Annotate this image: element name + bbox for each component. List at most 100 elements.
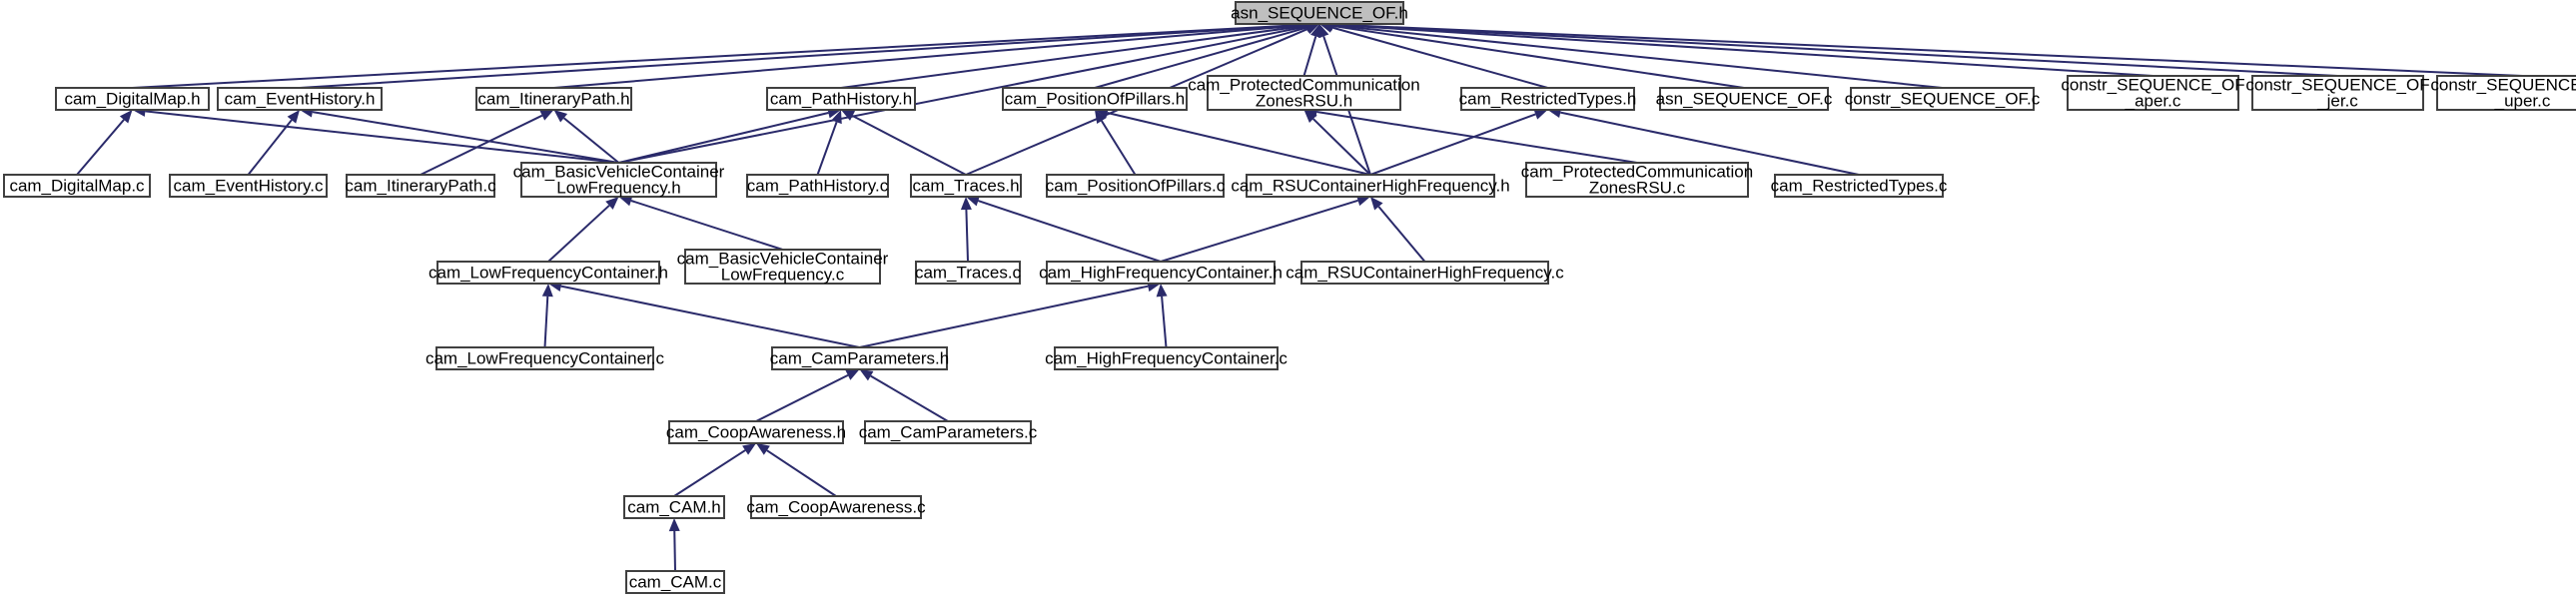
node-box[interactable] [2436,75,2576,111]
node-box[interactable] [623,495,725,519]
node-box[interactable] [1246,174,1495,198]
node-box[interactable] [864,420,1032,444]
node-box[interactable] [1659,87,1829,111]
node-box[interactable] [3,174,151,198]
graph-edge [299,23,1307,89]
node-box[interactable] [2067,75,2239,111]
node-box[interactable] [1460,87,1635,111]
graph-node-cam_LowFrequencyContainer_c[interactable]: cam_LowFrequencyContainer.ccam_LowFreque… [426,346,665,370]
graph-edge [145,110,619,164]
graph-edge-arrowhead [605,197,619,210]
graph-node-cam_LowFrequencyContainer_h[interactable]: cam_LowFrequencyContainer.hcam_LowFreque… [429,261,668,285]
graph-edge [859,285,1149,348]
graph-edge [965,209,969,263]
graph-node-cam_RestrictedTypes_h[interactable]: cam_RestrictedTypes.hcam_RestrictedTypes… [1459,87,1637,111]
node-box[interactable] [346,174,495,198]
graph-node-cam_PositionOfPillars_c[interactable]: cam_PositionOfPillars.ccam_PositionOfPil… [1046,174,1226,198]
graph-node-cam_ProtectedCommZonesRSU_c[interactable]: cam_ProtectedCommunicationZonesRSU.ccam_… [1521,162,1753,198]
node-box[interactable] [1300,261,1549,285]
graph-node-constr_SEQUENCE_OF_aper_c[interactable]: constr_SEQUENCE_OF_aper.cconstr_SEQUENCE… [2061,75,2245,111]
graph-node-cam_BasicVehicleContainerLowFrequency_c[interactable]: cam_BasicVehicleContainerLowFrequency.cc… [677,249,889,285]
node-box[interactable] [55,87,210,111]
node-box[interactable] [1207,75,1401,111]
graph-edge-arrowhead [845,369,860,380]
graph-edge [543,296,549,348]
node-box[interactable] [1046,261,1276,285]
node-box[interactable] [475,87,632,111]
node-box[interactable] [910,174,1022,198]
graph-node-cam_RSUContainerHighFrequency_h[interactable]: cam_RSUContainerHighFrequency.hcam_RSUCo… [1231,174,1510,198]
graph-edge-arrowhead [859,369,874,381]
graph-edge [1107,112,1371,176]
graph-node-constr_SEQUENCE_OF_jer_c[interactable]: constr_SEQUENCE_OF_jer.cconstr_SEQUENCE_… [2245,75,2430,111]
graph-edge-arrowhead [1310,24,1321,39]
node-box[interactable] [1774,174,1944,198]
graph-edge-arrowhead [1533,109,1548,120]
graph-edge-arrowhead [541,284,553,298]
node-box[interactable] [436,261,660,285]
graph-node-cam_RestrictedTypes_c[interactable]: cam_RestrictedTypes.ccam_RestrictedTypes… [1771,174,1948,198]
graph-node-cam_PositionOfPillars_h[interactable]: cam_PositionOfPillars.hcam_PositionOfPil… [1002,87,1188,111]
node-box[interactable] [750,495,922,519]
graph-edge-arrowhead [1303,110,1317,124]
graph-edge [1331,23,2523,77]
graph-edge-arrowhead [841,110,856,121]
graph-edge-arrowhead [1095,110,1107,124]
graph-edge [852,115,967,176]
node-box[interactable] [668,420,844,444]
graph-edge [76,119,125,176]
node-box[interactable] [169,174,328,198]
graph-node-cam_BasicVehicleContainerLowFrequency_h[interactable]: cam_BasicVehicleContainerLowFrequency.hc… [513,162,725,198]
graph-node-asn_SEQUENCE_OF_c[interactable]: asn_SEQUENCE_OF.casn_SEQUENCE_OF.c [1656,87,1833,111]
graph-node-cam_RSUContainerHighFrequency_c[interactable]: cam_RSUContainerHighFrequency.ccam_RSUCo… [1286,261,1564,285]
node-box[interactable] [520,162,717,198]
node-box[interactable] [1525,162,1749,198]
node-box[interactable] [915,261,1021,285]
graph-edge [132,23,1307,89]
graph-node-cam_HighFrequencyContainer_c[interactable]: cam_HighFrequencyContainer.ccam_HighFreq… [1045,346,1288,370]
graph-node-cam_ProtectedCommZonesRSU_h[interactable]: cam_ProtectedCommunicationZonesRSU.hcam_… [1188,75,1420,111]
graph-edge [755,373,849,422]
graph-edge [1331,23,2153,77]
node-box[interactable] [2251,75,2424,111]
graph-edge-arrowhead [119,110,133,124]
node-box[interactable] [217,87,383,111]
graph-node-constr_SEQUENCE_OF_uper_c[interactable]: constr_SEQUENCE_OF_uper.cconstr_SEQUENCE… [2430,75,2576,111]
node-box[interactable] [1054,346,1279,370]
node-box[interactable] [771,346,948,370]
node-box[interactable] [766,87,916,111]
graph-edge [553,24,1307,89]
node-box[interactable] [1002,87,1188,111]
node-box[interactable] [435,346,654,370]
graph-node-cam_HighFrequencyContainer_h[interactable]: cam_HighFrequencyContainer.hcam_HighFreq… [1039,261,1283,285]
node-box[interactable] [746,174,889,198]
root-node-box[interactable] [1235,1,1404,25]
graph-edge [766,449,837,497]
node-box[interactable] [684,249,881,285]
node-box[interactable] [1046,174,1225,198]
node-box[interactable] [1850,87,2035,111]
node-box[interactable] [625,570,725,594]
graph-edge [1094,26,1307,89]
graph-edge [1161,296,1168,348]
